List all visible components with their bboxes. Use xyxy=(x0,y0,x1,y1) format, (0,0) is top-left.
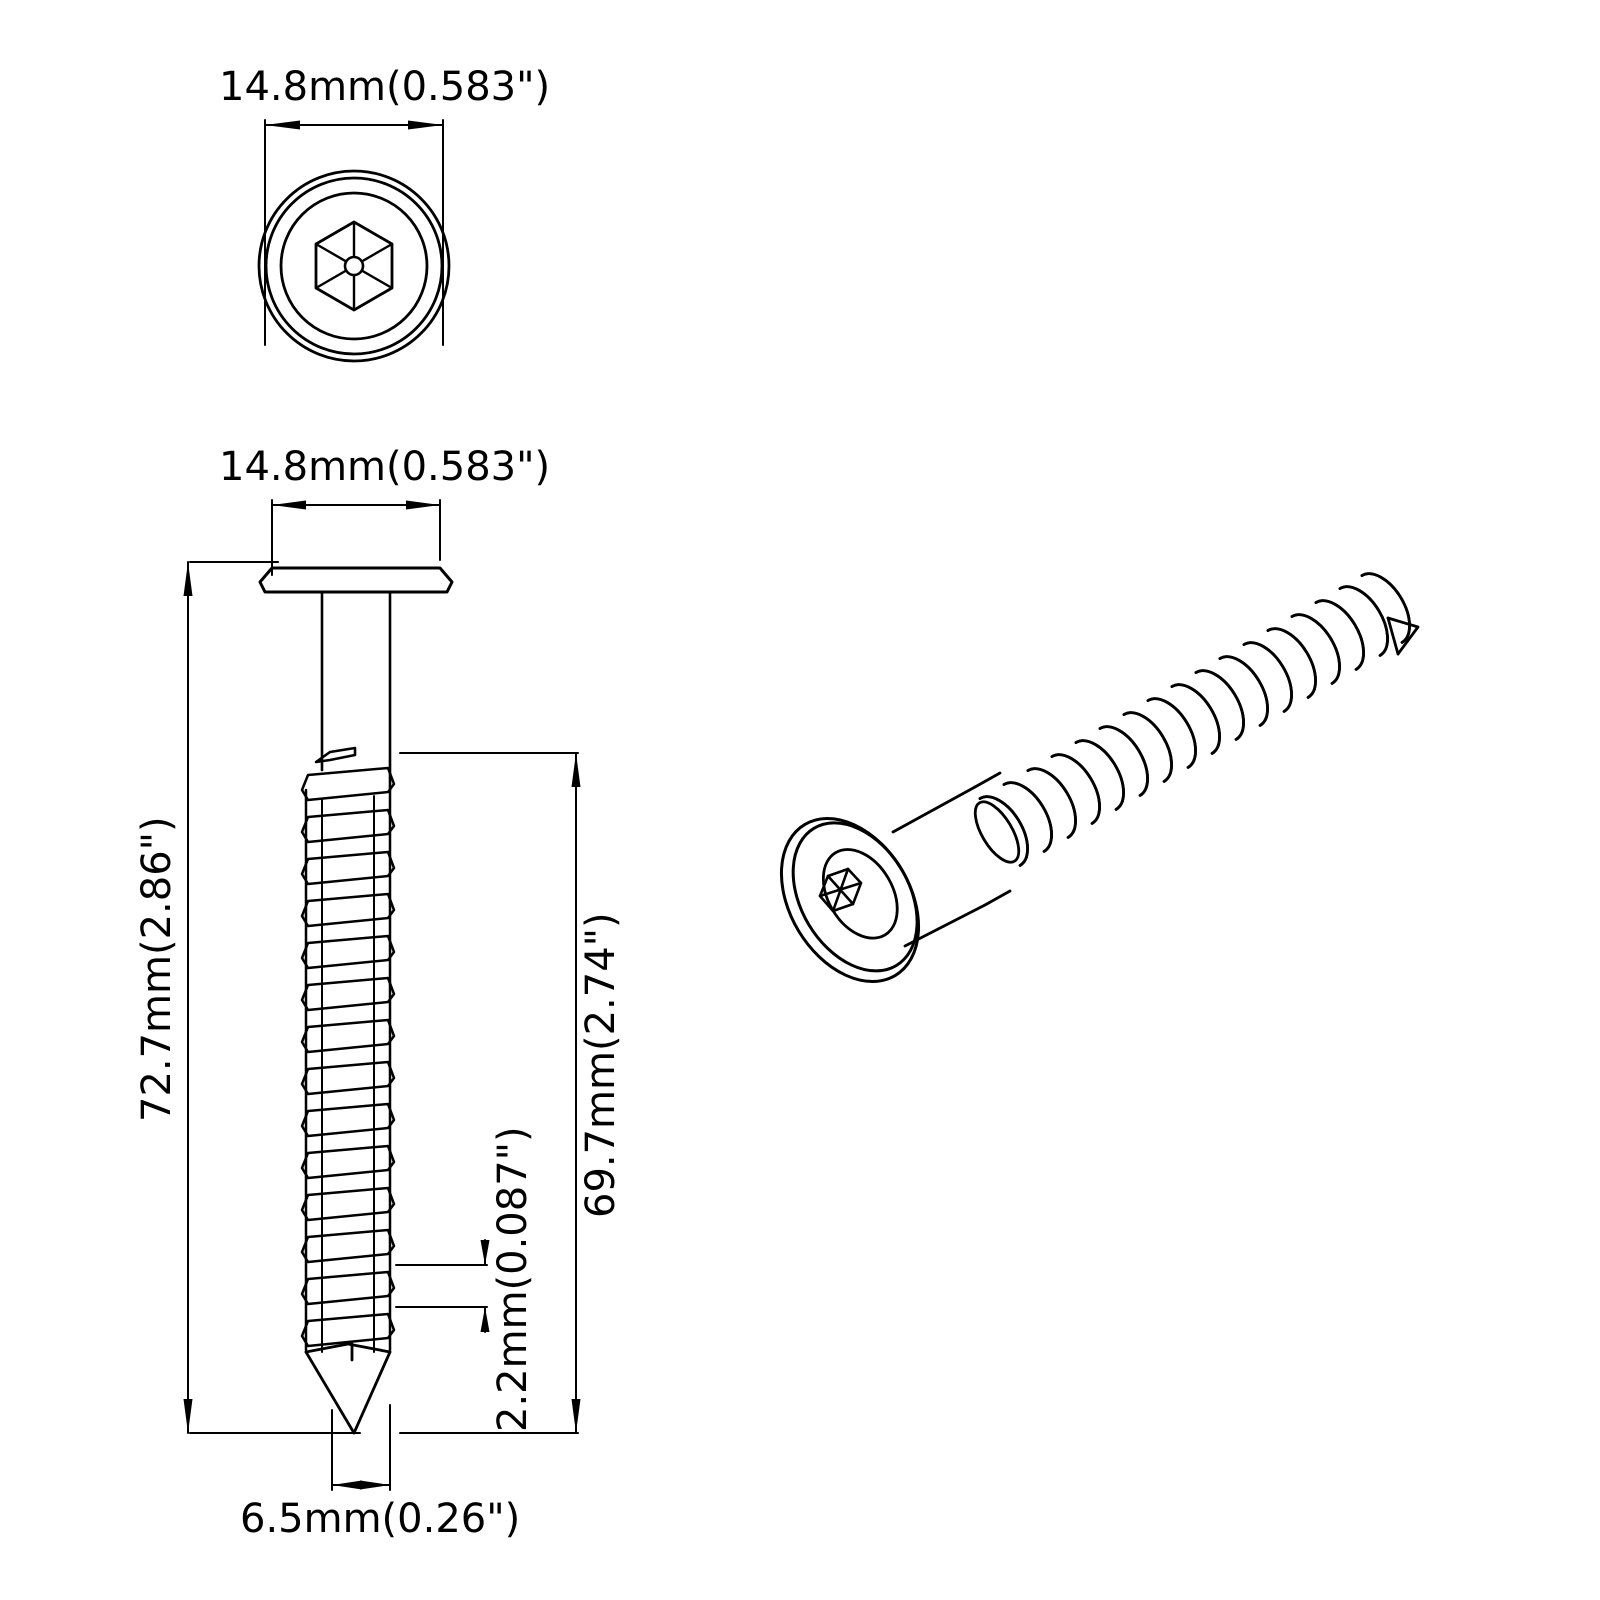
overall-length-dimension xyxy=(183,561,361,1434)
dimension-label-head-diameter-top: 14.8mm(0.583") xyxy=(219,64,551,110)
isometric-threads xyxy=(978,572,1411,867)
side-view-thread-start xyxy=(314,746,357,764)
dimension-label-thread-pitch: 2.2mm(0.087") xyxy=(490,1126,536,1432)
dimension-label-thread-length: 69.7mm(2.74") xyxy=(578,912,624,1218)
thread-length-dimension xyxy=(399,752,581,1434)
head-top-view-geometry xyxy=(257,169,451,363)
point-diameter-dimension xyxy=(331,1404,391,1491)
isometric-hex-socket xyxy=(818,867,863,913)
side-view-shank-geometry xyxy=(320,590,392,792)
dimension-label-point-diameter: 6.5mm(0.26") xyxy=(240,1496,521,1542)
side-view-head-diameter-dimension xyxy=(271,499,441,576)
side-view-head-geometry xyxy=(258,566,454,594)
side-view-point-geometry xyxy=(304,1342,392,1435)
isometric-screw-view xyxy=(779,572,1420,984)
dimension-label-overall-length: 72.7mm(2.86") xyxy=(134,816,180,1122)
isometric-shank xyxy=(973,771,1021,907)
thread-pitch-dimension xyxy=(395,1239,490,1333)
isometric-head-rim xyxy=(891,785,987,948)
isometric-point xyxy=(1386,616,1420,656)
dimension-label-head-diameter-side: 14.8mm(0.583") xyxy=(219,444,551,490)
side-view-thread-geometry xyxy=(300,766,396,1353)
